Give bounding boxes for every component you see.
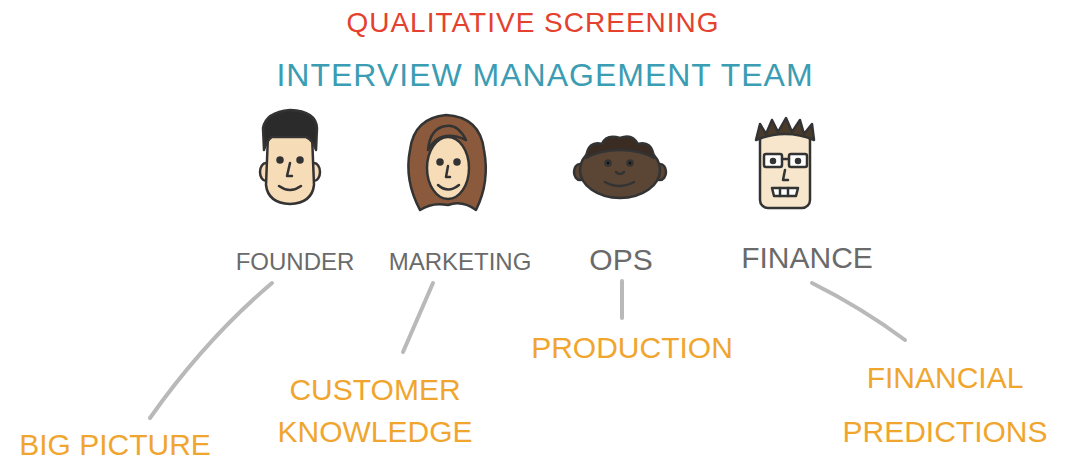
marketing-face: [408, 115, 485, 210]
ops-face: [574, 136, 666, 198]
role-note: FINANCIAL PREDICTIONS: [835, 351, 1055, 459]
leader-line: [812, 283, 905, 340]
role-label: MARKETING: [389, 248, 532, 276]
leader-lines: [150, 281, 905, 418]
role-label: FOUNDER: [236, 248, 355, 276]
founder-face: [260, 110, 320, 204]
leader-line: [403, 283, 433, 352]
leader-line: [620, 281, 624, 318]
leader-line: [150, 283, 272, 418]
role-note: BIG PICTURE: [19, 428, 211, 463]
diagram-title: QUALITATIVE SCREENING: [346, 7, 719, 39]
role-note: PRODUCTION: [531, 331, 733, 366]
role-note: CUSTOMER KNOWLEDGE: [268, 369, 483, 453]
subtitle: INTERVIEW MANAGEMENT TEAM: [276, 57, 813, 94]
finance-face: [756, 118, 814, 208]
role-label: OPS: [589, 243, 652, 278]
role-label: FINANCE: [741, 241, 873, 276]
